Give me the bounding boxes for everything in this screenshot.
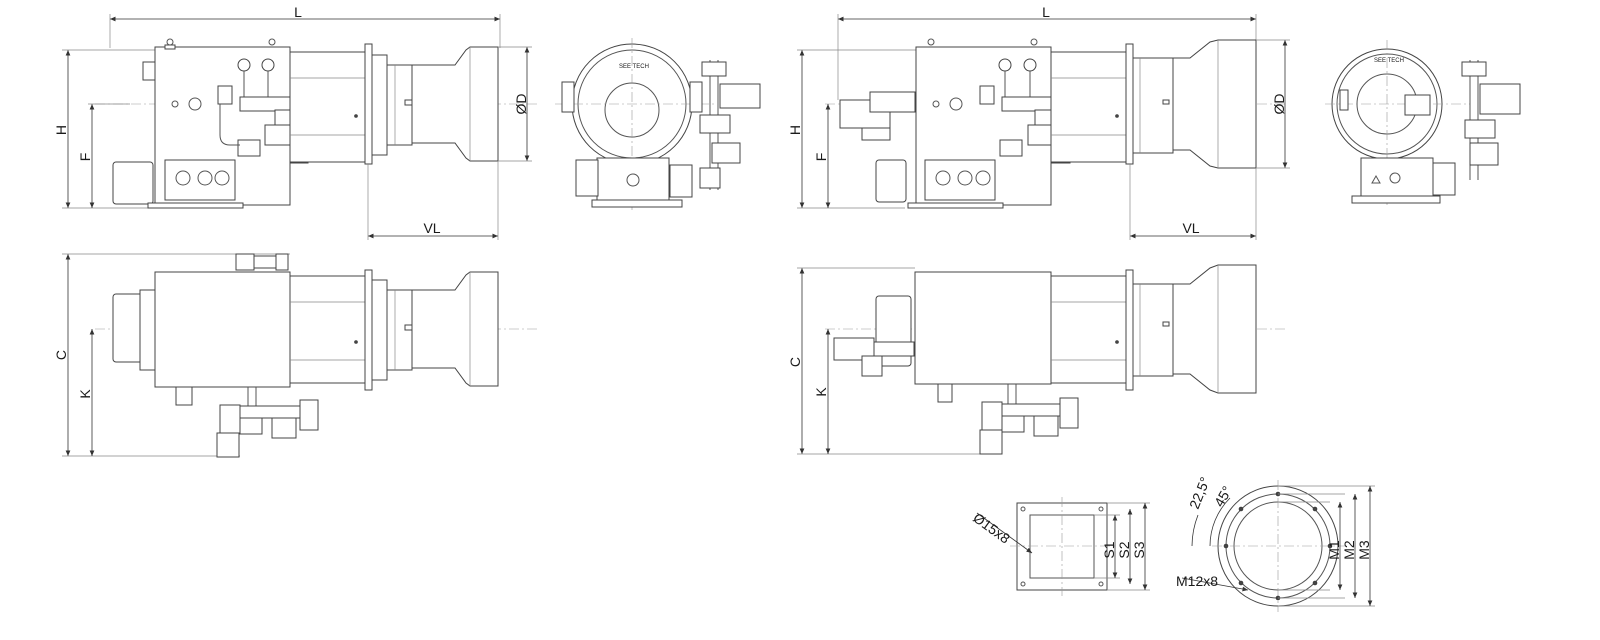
dim-h-label-2: H [787,125,803,135]
dual-front-view: SEE TECH [1325,40,1521,205]
dim-s3-label: S3 [1131,541,1147,558]
dim-c-label-2: C [787,357,803,367]
brand-logo-left: SEE TECH [619,64,649,70]
dual-side-view: L H F [787,4,1290,240]
brand-logo-right: SEE TECH [1374,58,1404,64]
dim-l-label: L [294,4,302,20]
dim-s1-label: S1 [1101,541,1117,558]
dim-f-label: F [77,153,93,162]
fan-motor [112,161,154,205]
round-flange-detail: 22,5° 45° M12x8 M1 M2 M3 [1176,475,1375,612]
dim-k-label: K [77,389,93,399]
single-top-view: C K [53,253,540,458]
dim-l-label-2: L [1042,4,1050,20]
bolt-holes [1223,491,1333,601]
angle-22-label: 22,5° [1186,475,1213,511]
single-front-view: SEE TECH [555,38,761,210]
dim-m2-label: M2 [1341,540,1357,560]
dim-k-label-2: K [813,387,829,397]
hole-label: Ø15x8 [970,509,1013,546]
dual-top-view: C K [787,264,1285,455]
front-valve-train-2 [1404,60,1521,180]
dim-d-label: ØD [513,94,529,115]
bolt-label: M12x8 [1176,573,1218,589]
top-valve-train-lower [216,387,319,458]
oil-pump-top [833,337,915,377]
dim-vl-label-2: VL [1182,220,1199,236]
top-housing-2 [914,271,1052,385]
dim-h-label: H [53,125,69,135]
combustion-head-2 [1172,39,1257,169]
dim-vl-label: VL [423,220,440,236]
combustion-head [411,46,499,162]
dim-s2-label: S2 [1116,541,1132,558]
square-flange-detail: Ø15x8 S1 S2 S3 [970,497,1150,596]
dim-d-label-2: ØD [1271,94,1287,115]
front-valve-train [699,60,761,190]
top-valve-train-upper [235,253,289,271]
dim-m1-label: M1 [1326,540,1342,560]
top-valve-train-lower-2 [979,384,1079,455]
oil-pump-assembly [839,91,916,141]
dim-f-label-2: F [813,153,829,162]
dim-c-label: C [53,350,69,360]
dim-m3-label: M3 [1356,540,1372,560]
angle-45-label: 45° [1211,483,1235,509]
top-housing [154,271,291,388]
single-side-view: L H F [53,4,540,240]
